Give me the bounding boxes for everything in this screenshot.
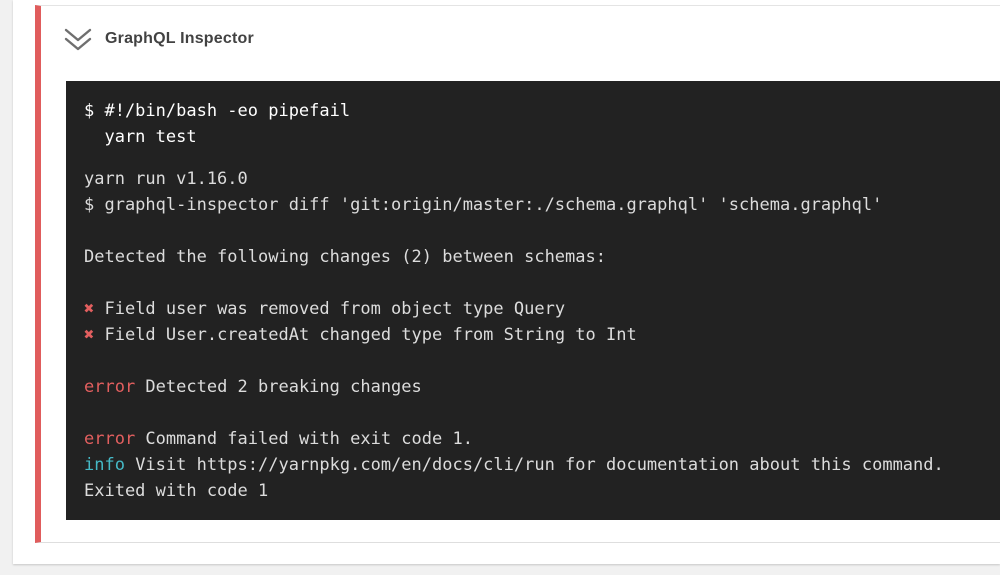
terminal-segment-plain: Command failed with exit code 1. (135, 429, 473, 449)
terminal-line: Detected the following changes (2) betwe… (84, 244, 982, 270)
terminal-segment-plain: Exited with code 1 (84, 481, 269, 501)
terminal-line (84, 400, 982, 426)
terminal-line: yarn run v1.16.0 (84, 166, 982, 192)
terminal-segment-error: error (84, 429, 136, 449)
terminal-segment-plain: $ graphql-inspector diff 'git:origin/mas… (84, 195, 883, 215)
terminal-segment-plain: Visit https://yarnpkg.com/en/docs/cli/ru… (124, 455, 944, 475)
terminal-line: ✖ Field user was removed from object typ… (84, 296, 982, 322)
chevrons-down-icon (64, 28, 92, 50)
terminal-segment-plain: Detected the following changes (2) betwe… (84, 247, 606, 267)
terminal-line: ✖ Field User.createdAt changed type from… (84, 322, 982, 348)
terminal-segment-error: ✖ (84, 325, 95, 345)
terminal-output-lines: yarn run v1.16.0 $ graphql-inspector diff… (84, 166, 982, 504)
terminal-line: Exited with code 1 (84, 478, 982, 504)
terminal-line: info Visit https://yarnpkg.com/en/docs/c… (84, 452, 982, 478)
terminal-segment-plain: Field User.createdAt changed type from S… (94, 325, 637, 345)
terminal-line (84, 348, 982, 374)
terminal-segment-plain: Detected 2 breaking changes (135, 377, 422, 397)
terminal-line: error Detected 2 breaking changes (84, 374, 982, 400)
terminal-line: $ graphql-inspector diff 'git:origin/mas… (84, 192, 982, 218)
terminal-output: $ #!/bin/bash -eo pipefail yarn test yar… (66, 81, 1000, 520)
terminal-segment-info: info (84, 455, 125, 475)
step-header-toggle[interactable]: GraphQL Inspector (63, 24, 254, 54)
step-title: GraphQL Inspector (105, 30, 254, 47)
terminal-line (84, 218, 982, 244)
terminal-segment-plain: yarn run v1.16.0 (84, 169, 248, 189)
build-step-section: GraphQL Inspector $ #!/bin/bash -eo pipe… (35, 5, 1000, 543)
terminal-line: error Command failed with exit code 1. (84, 426, 982, 452)
terminal-line (84, 270, 982, 296)
terminal-segment-error: ✖ (84, 299, 95, 319)
terminal-segment-error: error (84, 377, 136, 397)
terminal-segment-plain: Field user was removed from object type … (94, 299, 566, 319)
terminal-command-echo: $ #!/bin/bash -eo pipefail yarn test (84, 101, 351, 147)
build-step-card: GraphQL Inspector $ #!/bin/bash -eo pipe… (13, 0, 1000, 564)
